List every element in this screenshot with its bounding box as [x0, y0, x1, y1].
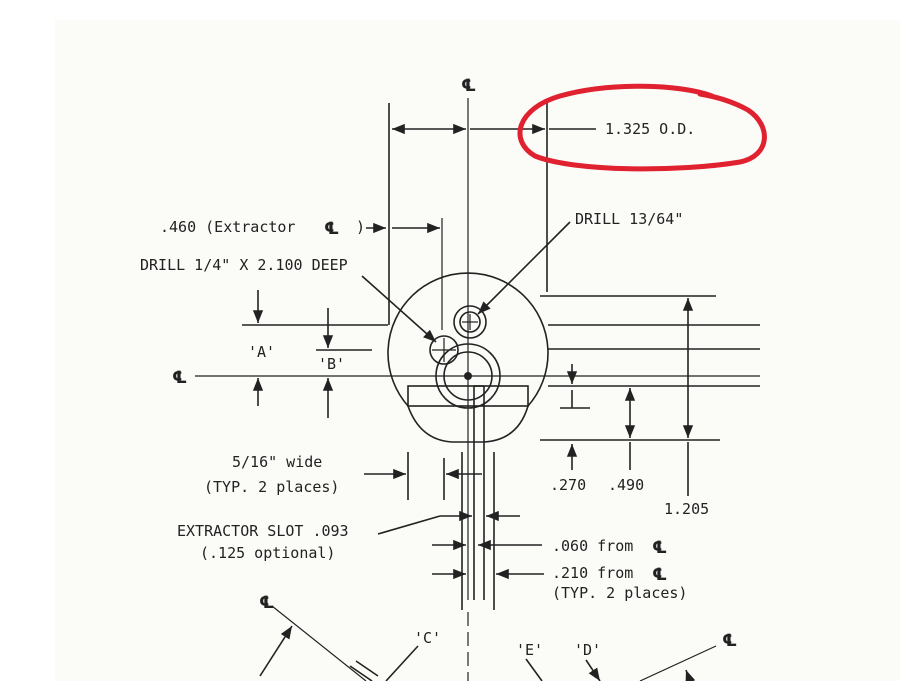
dim-a [242, 290, 388, 406]
drill-13-64-label: DRILL 13/64" [575, 210, 683, 228]
slot-label-1: EXTRACTOR SLOT .093 [177, 522, 349, 540]
centerline-symbol-top: ℄ [461, 76, 476, 96]
centerline-symbol-210: ℄ [652, 565, 667, 585]
centerline-symbol-extractor: ℄ [324, 219, 339, 239]
extractor-stem [461, 385, 495, 610]
dim-b [316, 308, 372, 418]
slot-leader [377, 515, 441, 535]
label-e: 'E' [516, 641, 543, 659]
bottom-left-arrow [259, 625, 293, 677]
dim-490-label: .490 [608, 476, 644, 494]
extractor-cl-paren: ) [356, 218, 365, 236]
bottom-right-centerline [639, 645, 717, 681]
leader-d [585, 659, 601, 681]
typ-2-places-label: (TYP. 2 places) [552, 584, 687, 602]
od-label: 1.325 O.D. [605, 120, 695, 138]
wide-label-2: (TYP. 2 places) [204, 478, 339, 496]
from-210-label: .210 from [552, 564, 633, 582]
right-extension-lines [540, 295, 760, 441]
dim-270 [560, 364, 590, 470]
label-d: 'D' [574, 641, 601, 659]
bottom-left-centerline [271, 605, 367, 681]
bottom-slot-line-2 [355, 660, 379, 677]
red-highlight-circle [517, 83, 767, 172]
bottom-right-arrow [685, 669, 696, 681]
drill-13-64-leader [477, 221, 571, 315]
drill-quarter-leader [361, 275, 437, 343]
wide-label-1: 5/16" wide [232, 453, 322, 471]
dim-a-label: 'A' [248, 343, 275, 361]
from-060-label: .060 from [552, 537, 633, 555]
leader-c [385, 645, 419, 681]
dim-b-label: 'B' [318, 355, 345, 373]
slot-label-2: (.125 optional) [200, 544, 335, 562]
leader-e [525, 658, 543, 681]
centerline-symbol-left: ℄ [172, 368, 187, 388]
centerline-symbol-060: ℄ [652, 538, 667, 558]
od-dimension [388, 103, 596, 325]
drill-quarter-label: DRILL 1/4" X 2.100 DEEP [140, 256, 348, 274]
extractor-cl-label: .460 (Extractor [160, 218, 295, 236]
dim-1205-label: 1.205 [664, 500, 709, 518]
bottom-slot-line-1 [349, 665, 373, 681]
label-c: 'C' [414, 629, 441, 647]
dim-5-16-wide [364, 452, 482, 500]
centerline-symbol-bottom-left: ℄ [259, 593, 274, 613]
drawing-sheet [55, 20, 900, 681]
centerline-symbol-bottom-right: ℄ [722, 631, 737, 651]
dim-270-label: .270 [550, 476, 586, 494]
